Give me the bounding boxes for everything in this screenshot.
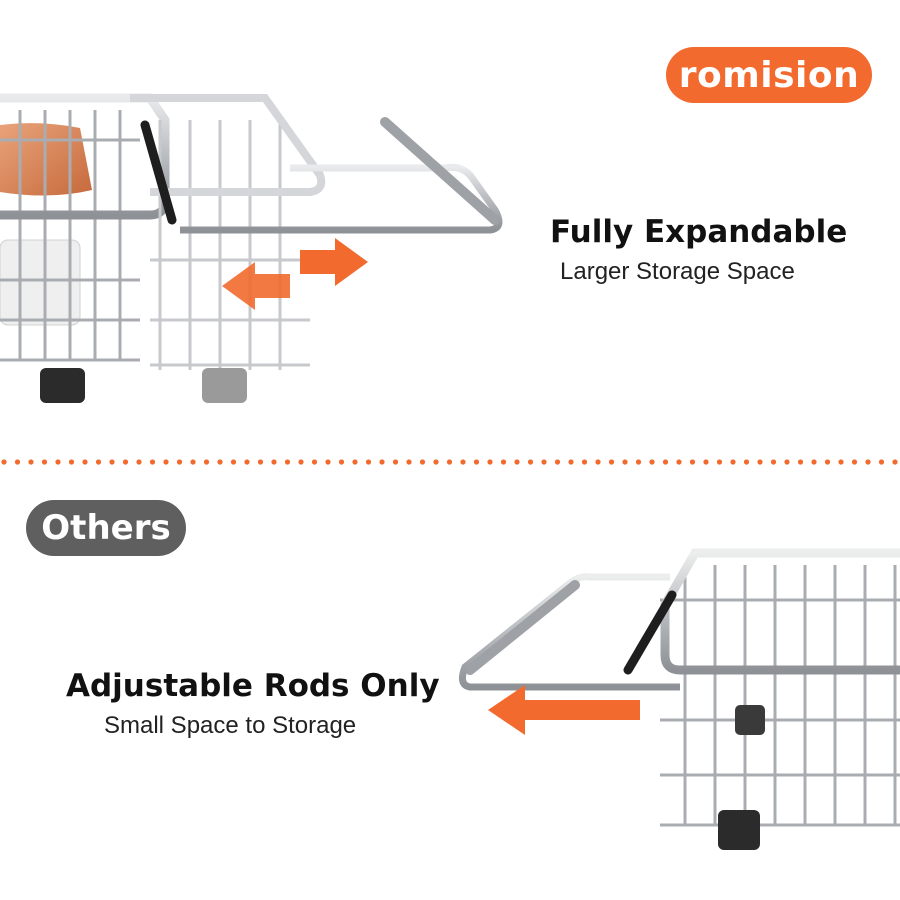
divider-dot xyxy=(595,459,601,465)
divider-dot xyxy=(851,459,858,465)
divider-dot xyxy=(122,459,129,465)
divider-dot xyxy=(284,459,291,465)
competitor-rack-image xyxy=(458,548,900,850)
divider-dot xyxy=(514,459,520,465)
divider-dot xyxy=(230,459,237,465)
divider-dot xyxy=(176,459,183,465)
divider-dot xyxy=(190,459,196,465)
divider-dot xyxy=(271,459,277,465)
divider-dot xyxy=(743,459,750,465)
divider-dot xyxy=(325,459,331,465)
divider-dot xyxy=(446,459,453,465)
divider-dot xyxy=(149,459,156,465)
divider-dot xyxy=(730,459,736,465)
divider-dot xyxy=(419,459,426,465)
divider-dot xyxy=(95,459,102,465)
divider-dot xyxy=(878,459,885,465)
cup-shape xyxy=(0,239,81,326)
divider-dot xyxy=(203,459,210,465)
divider-dot xyxy=(311,459,318,465)
divider-dot xyxy=(365,459,372,465)
rubber-foot xyxy=(735,705,765,735)
expandable-rack-image xyxy=(0,93,503,403)
divider-dot xyxy=(392,459,399,465)
divider-dot xyxy=(568,459,574,465)
divider-dot xyxy=(352,459,358,465)
divider-dot xyxy=(703,459,709,465)
feature-bottom-title: Adjustable Rods Only xyxy=(66,668,440,704)
divider-dot xyxy=(136,459,142,465)
others-badge: Others xyxy=(26,500,186,556)
divider-dot xyxy=(865,459,871,465)
divider-dot xyxy=(649,459,655,465)
left-right-arrows-icon xyxy=(222,238,368,310)
divider-dot xyxy=(1,459,7,465)
divider-dot xyxy=(608,459,615,465)
divider-dot xyxy=(14,459,21,465)
divider-dot xyxy=(28,459,34,465)
divider-dot xyxy=(541,459,547,465)
divider-dot xyxy=(824,459,831,465)
divider-dot xyxy=(716,459,723,465)
divider-dot xyxy=(473,459,480,465)
feature-top-subtitle: Larger Storage Space xyxy=(560,258,795,285)
divider-dot xyxy=(109,459,115,465)
divider-dot xyxy=(527,459,534,465)
feature-bottom-subtitle: Small Space to Storage xyxy=(104,712,357,739)
divider-dot xyxy=(55,459,61,465)
divider-dot xyxy=(784,459,790,465)
divider-dot xyxy=(635,459,642,465)
divider-dot xyxy=(487,459,493,465)
divider-dot xyxy=(217,459,223,465)
feature-top-title: Fully Expandable xyxy=(550,214,848,250)
divider-dot xyxy=(338,459,345,465)
divider-dot xyxy=(257,459,264,465)
divider-dot xyxy=(892,459,898,465)
divider-dot xyxy=(433,459,439,465)
divider-dot xyxy=(379,459,385,465)
rubber-foot xyxy=(202,368,247,403)
divider-dot xyxy=(662,459,669,465)
divider-dot xyxy=(460,459,466,465)
divider-dot xyxy=(500,459,507,465)
divider-dot xyxy=(41,459,48,465)
divider-dot xyxy=(82,459,88,465)
divider-dot xyxy=(676,459,682,465)
rubber-foot xyxy=(40,368,85,403)
others-label: Others xyxy=(41,508,171,548)
divider-dot xyxy=(68,459,75,465)
divider-dot xyxy=(797,459,804,465)
brand-label: romision xyxy=(678,54,860,96)
divider-dot xyxy=(298,459,304,465)
divider-dot xyxy=(163,459,169,465)
divider-dot xyxy=(244,459,250,465)
rubber-foot xyxy=(718,810,760,850)
brand-badge: romision xyxy=(666,47,872,103)
divider-dot xyxy=(838,459,844,465)
divider-dot xyxy=(770,459,777,465)
dotted-divider xyxy=(1,459,898,465)
divider-dot xyxy=(757,459,763,465)
divider-dot xyxy=(554,459,561,465)
divider-dot xyxy=(622,459,628,465)
divider-dot xyxy=(689,459,696,465)
divider-dot xyxy=(406,459,412,465)
divider-dot xyxy=(811,459,817,465)
divider-dot xyxy=(581,459,588,465)
left-arrow-icon xyxy=(488,685,640,735)
